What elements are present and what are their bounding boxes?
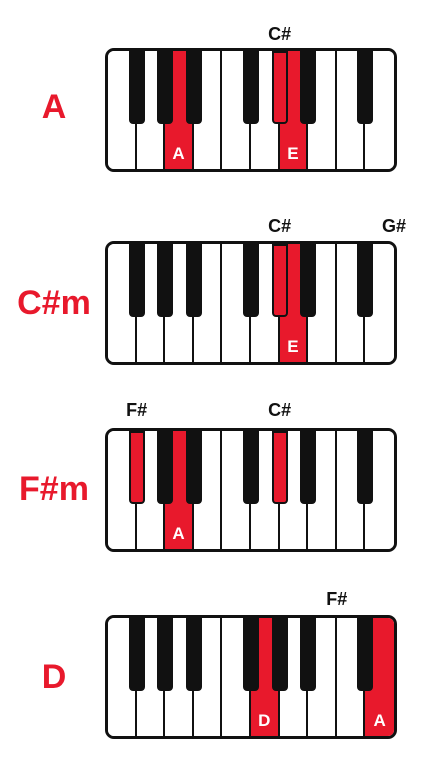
black-key	[157, 51, 174, 125]
note-label-above: C#	[268, 216, 292, 236]
black-key	[300, 244, 317, 318]
chord-name-label: F#m	[19, 470, 89, 508]
note-label-above: C#	[268, 400, 292, 420]
black-key	[243, 618, 259, 692]
black-key	[128, 431, 145, 505]
black-key	[185, 51, 202, 125]
black-key	[243, 51, 259, 125]
note-label-above: F#	[126, 400, 148, 420]
note-label-above: G#	[381, 216, 406, 236]
note-label: E	[287, 144, 299, 163]
black-key	[243, 244, 259, 318]
black-key	[185, 244, 202, 318]
black-key	[271, 431, 288, 505]
note-label: E	[287, 337, 299, 356]
note-label: A	[172, 144, 185, 163]
piano-keyboard: E	[105, 241, 397, 365]
black-key	[128, 618, 145, 692]
black-key	[300, 51, 317, 125]
black-key	[271, 244, 288, 318]
black-key	[128, 244, 145, 318]
black-key	[271, 51, 288, 125]
chord-name-label: A	[41, 88, 67, 126]
black-key	[300, 431, 317, 505]
black-key	[185, 431, 202, 505]
piano-keyboard: A	[105, 428, 397, 552]
black-key	[157, 431, 174, 505]
chord-name-label: D	[41, 658, 67, 696]
black-key	[357, 431, 374, 505]
note-label-above: C#	[268, 24, 292, 44]
black-key	[157, 244, 174, 318]
note-label: D	[258, 711, 271, 730]
note-label: A	[172, 524, 185, 543]
black-key	[157, 618, 174, 692]
black-key	[357, 51, 374, 125]
note-label-above: F#	[326, 589, 348, 609]
black-key	[300, 618, 317, 692]
chord-name-label: C#m	[17, 284, 91, 322]
black-key	[271, 618, 288, 692]
note-label: A	[373, 711, 386, 730]
black-key	[185, 618, 202, 692]
black-key	[357, 244, 374, 318]
black-key	[128, 51, 145, 125]
black-key	[243, 431, 259, 505]
black-key	[357, 618, 374, 692]
